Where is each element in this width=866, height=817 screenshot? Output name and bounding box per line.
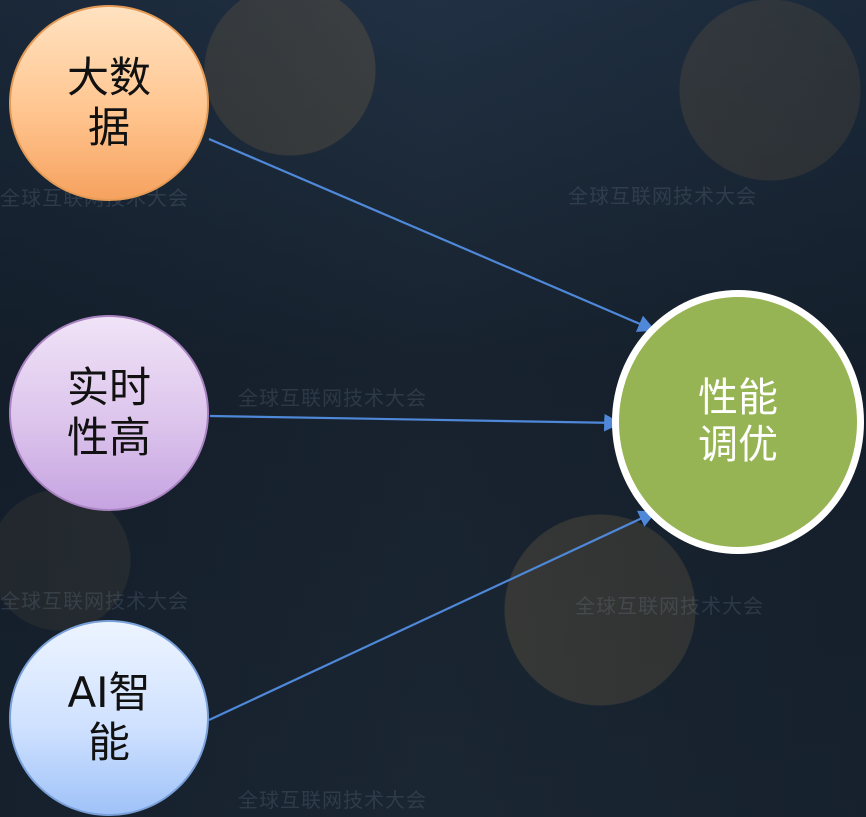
ai-node: AI智能 (9, 620, 209, 816)
realtime-node: 实时性高 (9, 315, 209, 511)
realtime-label: 实时性高 (66, 363, 151, 462)
big-data-label: 大数据 (66, 53, 151, 152)
arrow-realtime-to-performance (209, 413, 622, 432)
performance-tuning-node: 性能调优 (612, 290, 864, 554)
arrow-big-data-to-performance (208, 137, 656, 332)
ai-label: AI智能 (67, 668, 151, 767)
big-data-node: 大数据 (9, 5, 209, 201)
performance-tuning-label: 性能调优 (698, 374, 778, 468)
arrow-ai-to-performance (208, 510, 657, 721)
